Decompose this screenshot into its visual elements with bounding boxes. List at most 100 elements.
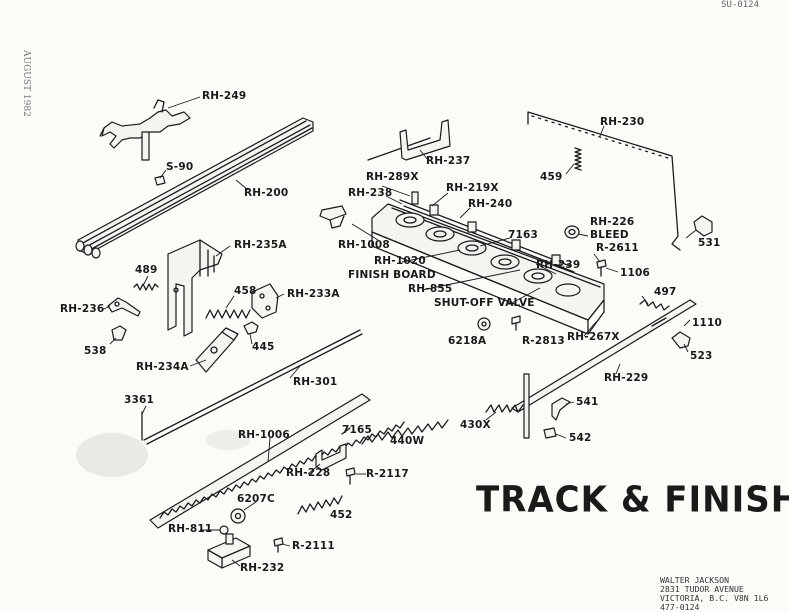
label-1110: 1110 [692,317,723,329]
date-stamp: AUGUST 1982 [21,50,31,117]
label-rh301: RH-301 [293,376,338,388]
stamp-line: 477-0124 [660,602,700,612]
screw-r2611 [596,259,607,277]
label-rh233a: RH-233A [287,288,340,300]
label-538: 538 [84,345,107,357]
rod-rh301 [143,329,363,445]
label-rh234a: RH-234A [136,361,189,373]
stamp-line: WALTER JACKSON [660,575,730,585]
label-rh228: RH-228 [286,467,331,479]
washer-6207c [230,508,246,524]
label-rh855: RH-855 [408,283,453,295]
screw-542 [543,427,557,439]
label-rh1008: RH-1008 [338,239,390,251]
screw-r2111 [273,537,284,553]
nut-445 [243,321,259,335]
label-459: 459 [540,171,563,183]
spring-489 [133,283,159,291]
label-rh289x: RH-289X [366,171,419,183]
leader-lines [101,96,697,567]
finish-board-assembly [371,191,605,335]
label-rh811: RH-811 [168,523,213,535]
washer-6218a [477,317,491,331]
label-6207c: 6207C [237,493,275,505]
pin-7165 [341,427,351,435]
label-7163: 7163 [508,229,539,241]
label-523: 523 [690,350,713,362]
spring-497 [639,299,670,311]
slide-rh234a [195,327,239,373]
toothed-rack-rh1006 [149,393,405,529]
label-bleed: BLEED [590,229,629,241]
label-rh232: RH-232 [240,562,285,574]
label-rh237: RH-237 [426,155,471,167]
label-rh235a: RH-235A [234,239,287,251]
stamp-line: VICTORIA, B.C. V8N 1L6 [660,593,769,603]
label-430x: 430X [460,419,491,431]
bracket-rh228 [315,443,347,471]
label-458: 458 [234,285,257,297]
label-s90: S-90 [166,161,194,173]
label-r2611: R-2611 [596,242,639,254]
wire-arm-rh230 [527,111,681,251]
label-rh236: RH-236 [60,303,105,315]
label-finish-board: FINISH BOARD [348,269,436,281]
plate-rh233a [251,283,279,319]
label-rh267x: RH-267X [567,331,620,343]
label-542: 542 [569,432,592,444]
label-rh249: RH-249 [202,90,247,102]
label-rh1006: RH-1006 [238,429,290,441]
clip-541 [551,397,571,421]
label-shutoff-valve: SHUT-OFF VALVE [434,297,535,309]
label-3361: 3361 [124,394,155,406]
label-rh226: RH-226 [590,216,635,228]
label-rh219x: RH-219X [446,182,499,194]
label-rh240: RH-240 [468,198,513,210]
spring-459 [574,147,582,171]
label-6218a: 6218A [448,335,487,347]
spring-452 [297,495,343,515]
label-r2813: R-2813 [522,335,565,347]
label-452: 452 [330,509,353,521]
label-489: 489 [135,264,158,276]
document-code: SU-0124 [721,0,759,10]
label-rh229: RH-229 [604,372,649,384]
label-rh1020: RH-1020 [374,255,426,267]
bracket-rh237 [367,119,451,161]
clip-531 [693,215,713,237]
label-531: 531 [698,237,721,249]
label-r2111: R-2111 [292,540,335,552]
bracket-rh235a [167,239,223,337]
label-rh230: RH-230 [600,116,645,128]
label-497: 497 [654,286,677,298]
horse-rider-figure [99,99,191,161]
label-rh239: RH-239 [536,259,581,271]
rail-rh229 [511,299,697,439]
label-rh238: RH-238 [348,187,393,199]
screw-r2117 [345,467,356,485]
label-541: 541 [576,396,599,408]
bracket-rh232 [207,533,251,569]
stain-mark [76,433,148,477]
stain-mark [206,430,250,450]
knob-rh1008 [319,205,347,229]
label-r2117: R-2117 [366,468,409,480]
nut-rh811 [219,525,229,535]
screw-r2813 [511,315,521,331]
part-s90-nut [154,175,166,186]
spring-430x [485,404,524,413]
spring-458 [205,309,251,319]
diagram-title: TRACK & FINISH [476,479,789,521]
address-stamp: WALTER JACKSON 2831 TUDOR AVENUE VICTORI… [660,576,768,612]
track-rail-rh200 [75,117,314,259]
spring-440w [361,419,449,445]
stamp-line: 2831 TUDOR AVENUE [660,584,744,594]
label-7165: 7165 [342,424,373,436]
label-445: 445 [252,341,275,353]
label-1106: 1106 [620,267,651,279]
lever-rh236 [107,297,141,317]
clip-523 [671,331,691,349]
cap-538 [111,325,127,341]
